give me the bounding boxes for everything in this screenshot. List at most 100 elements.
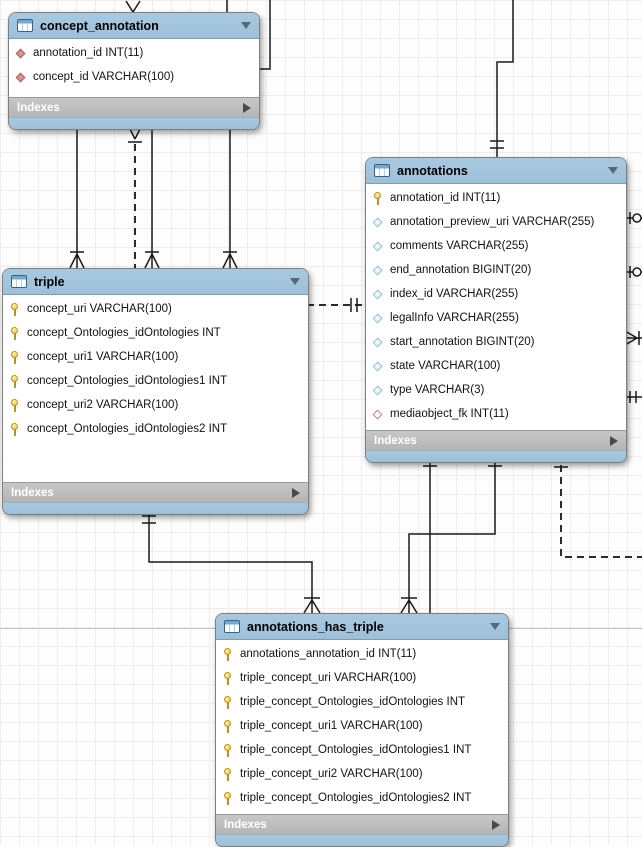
relationship-triple-aht[interactable] — [142, 509, 321, 614]
diamond-cyan-icon — [372, 264, 384, 277]
table-triple[interactable]: triple concept_uri VARCHAR(100) concept_… — [2, 268, 309, 515]
column-row[interactable]: start_annotation BIGINT(20) — [366, 330, 626, 354]
column-row[interactable]: annotation_preview_uri VARCHAR(255) — [366, 210, 626, 234]
relationship-concept-annotation-triple-dashed[interactable] — [127, 124, 143, 268]
column-row[interactable]: concept_uri VARCHAR(100) — [3, 297, 308, 321]
table-annotations[interactable]: annotations annotation_id INT(11) annota… — [365, 157, 627, 463]
column-row[interactable]: triple_concept_uri2 VARCHAR(100) — [216, 762, 508, 786]
table-title: triple — [34, 274, 65, 289]
table-title: annotations — [397, 163, 468, 178]
column-row[interactable]: triple_concept_Ontologies_idOntologies I… — [216, 690, 508, 714]
column-row[interactable]: concept_id VARCHAR(100) — [9, 65, 259, 89]
column-label: annotation_id INT(11) — [33, 47, 144, 59]
table-icon — [224, 620, 240, 633]
relationship-concept-annotation-triple-3[interactable] — [222, 124, 238, 269]
column-label: comments VARCHAR(255) — [390, 240, 529, 252]
column-row[interactable]: triple_concept_uri VARCHAR(100) — [216, 666, 508, 690]
table-icon — [11, 275, 27, 288]
column-row[interactable]: triple_concept_uri1 VARCHAR(100) — [216, 714, 508, 738]
key-icon — [9, 374, 21, 388]
table-icon — [374, 164, 390, 177]
column-row[interactable]: state VARCHAR(100) — [366, 354, 626, 378]
column-row[interactable]: legalInfo VARCHAR(255) — [366, 306, 626, 330]
table-header[interactable]: annotations — [366, 158, 626, 184]
collapse-arrow-icon[interactable] — [241, 22, 251, 29]
key-icon — [9, 302, 21, 316]
key-icon — [372, 191, 384, 205]
column-row[interactable]: index_id VARCHAR(255) — [366, 282, 626, 306]
relationship-annotations-dashed-right[interactable] — [554, 453, 642, 558]
diamond-cyan-icon — [372, 336, 384, 349]
expand-arrow-icon[interactable] — [492, 819, 500, 830]
column-label: concept_Ontologies_idOntologies2 INT — [27, 423, 228, 435]
indexes-bar[interactable]: Indexes — [366, 430, 626, 450]
diamond-cyan-icon — [372, 312, 384, 325]
key-icon — [222, 695, 234, 709]
diamond-red-icon — [15, 71, 27, 84]
indexes-bar[interactable]: Indexes — [9, 97, 259, 117]
relationship-into-annotations-top[interactable] — [490, 0, 514, 157]
relationship-concept-annotation-triple-2[interactable] — [144, 124, 160, 269]
indexes-label: Indexes — [11, 486, 54, 499]
column-row[interactable]: concept_uri1 VARCHAR(100) — [3, 345, 308, 369]
column-row[interactable]: mediaobject_fk INT(11) — [366, 402, 626, 426]
key-icon — [222, 743, 234, 757]
key-icon — [222, 647, 234, 661]
table-annotations-has-triple[interactable]: annotations_has_triple annotations_annot… — [215, 613, 509, 847]
indexes-bar[interactable]: Indexes — [3, 482, 308, 502]
column-row[interactable]: triple_concept_Ontologies_idOntologies2 … — [216, 786, 508, 810]
column-label: triple_concept_uri VARCHAR(100) — [240, 672, 417, 684]
table-header[interactable]: triple — [3, 269, 308, 295]
column-row[interactable]: concept_Ontologies_idOntologies1 INT — [3, 369, 308, 393]
column-label: concept_uri VARCHAR(100) — [27, 303, 172, 315]
column-row[interactable]: end_annotation BIGINT(20) — [366, 258, 626, 282]
column-row[interactable]: annotation_id INT(11) — [366, 186, 626, 210]
relationship-into-concept-annotation-top-1[interactable] — [125, 0, 141, 13]
relationship-into-concept-annotation-right[interactable] — [258, 0, 271, 70]
key-icon — [9, 326, 21, 340]
column-label: triple_concept_uri1 VARCHAR(100) — [240, 720, 423, 732]
table-concept-annotation[interactable]: concept_annotation annotation_id INT(11)… — [8, 12, 260, 130]
table-header[interactable]: annotations_has_triple — [216, 614, 508, 640]
diamond-cyan-icon — [372, 384, 384, 397]
expand-arrow-icon[interactable] — [243, 102, 251, 113]
table-header[interactable]: concept_annotation — [9, 13, 259, 39]
key-icon — [9, 398, 21, 412]
column-row[interactable]: concept_Ontologies_idOntologies2 INT — [3, 417, 308, 441]
column-row[interactable]: comments VARCHAR(255) — [366, 234, 626, 258]
column-label: index_id VARCHAR(255) — [390, 288, 519, 300]
column-label: concept_uri1 VARCHAR(100) — [27, 351, 179, 363]
column-label: legalInfo VARCHAR(255) — [390, 312, 519, 324]
column-list: annotations_annotation_id INT(11) triple… — [216, 640, 508, 814]
column-row[interactable]: triple_concept_Ontologies_idOntologies1 … — [216, 738, 508, 762]
relationship-annotations-aht-2[interactable] — [400, 453, 502, 614]
relationship-annotations-right-stub-1[interactable] — [625, 212, 642, 224]
indexes-bar[interactable]: Indexes — [216, 814, 508, 834]
collapse-arrow-icon[interactable] — [608, 167, 618, 174]
relationship-annotations-aht-1[interactable] — [423, 453, 437, 613]
expand-arrow-icon[interactable] — [292, 487, 300, 498]
relationship-triple-annotations-dashed[interactable] — [307, 298, 365, 312]
diamond-cyan-icon — [372, 240, 384, 253]
collapse-arrow-icon[interactable] — [490, 623, 500, 630]
key-icon — [9, 422, 21, 436]
relationship-concept-annotation-triple-1[interactable] — [69, 124, 85, 269]
collapse-arrow-icon[interactable] — [290, 278, 300, 285]
relationship-annotations-right-stub-2[interactable] — [625, 266, 642, 278]
expand-arrow-icon[interactable] — [610, 435, 618, 446]
key-icon — [9, 350, 21, 364]
column-row[interactable]: concept_Ontologies_idOntologies INT — [3, 321, 308, 345]
table-footer-strip — [366, 450, 626, 462]
diamond-cyan-icon — [372, 288, 384, 301]
indexes-label: Indexes — [17, 101, 60, 114]
column-row[interactable]: type VARCHAR(3) — [366, 378, 626, 402]
key-icon — [222, 671, 234, 685]
relationship-annotations-right-stub-4[interactable] — [625, 391, 642, 403]
relationship-annotations-right-stub-3[interactable] — [624, 330, 642, 346]
diamond-cyan-icon — [372, 360, 384, 373]
column-row[interactable]: annotations_annotation_id INT(11) — [216, 642, 508, 666]
column-row[interactable]: annotation_id INT(11) — [9, 41, 259, 65]
column-row[interactable]: concept_uri2 VARCHAR(100) — [3, 393, 308, 417]
